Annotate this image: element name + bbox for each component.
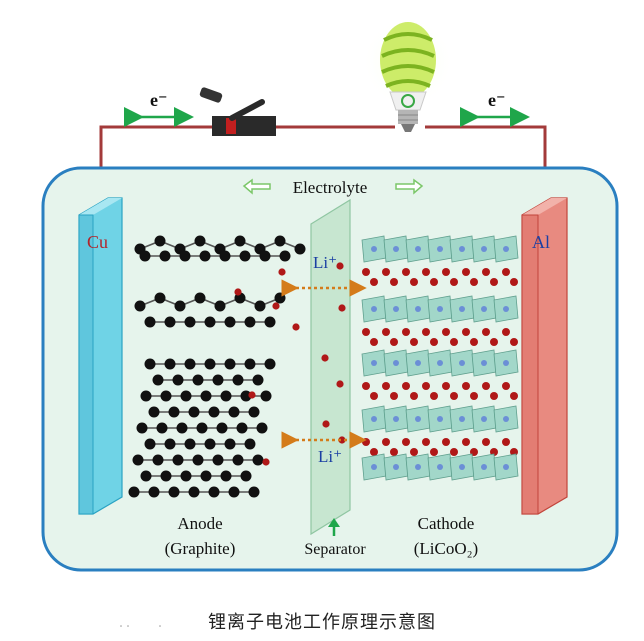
- electrolyte-right-arrow: [395, 178, 424, 195]
- electron-label-right: e⁻: [488, 90, 506, 110]
- al-label: Al: [532, 232, 550, 252]
- li-label-bottom: Li⁺: [318, 447, 342, 466]
- graphite-anode: [128, 235, 306, 498]
- figure-caption: 锂离子电池工作原理示意图: [208, 612, 436, 633]
- separator-membrane: [310, 198, 351, 536]
- cathode-label: Cathode: [418, 514, 475, 533]
- al-electrode: [521, 197, 568, 515]
- cu-label: Cu: [87, 232, 108, 252]
- light-bulb-icon: [362, 16, 454, 132]
- licoo2-cathode: [361, 235, 519, 481]
- cu-electrode: [78, 197, 123, 515]
- separator-label: Separator: [304, 541, 366, 558]
- li-label-top: Li⁺: [313, 253, 337, 272]
- cathode-sublabel: (LiCoO₂): [414, 539, 478, 558]
- separator-arrow-icon: [328, 518, 340, 536]
- electrolyte-left-arrow: [242, 178, 271, 195]
- anode-label: Anode: [177, 514, 222, 533]
- switch-icon: [199, 87, 276, 136]
- anode-sublabel: (Graphite): [165, 539, 236, 558]
- decorative-dots: [120, 625, 161, 627]
- electron-label-left: e⁻: [150, 90, 168, 110]
- electrolyte-label: Electrolyte: [293, 178, 368, 197]
